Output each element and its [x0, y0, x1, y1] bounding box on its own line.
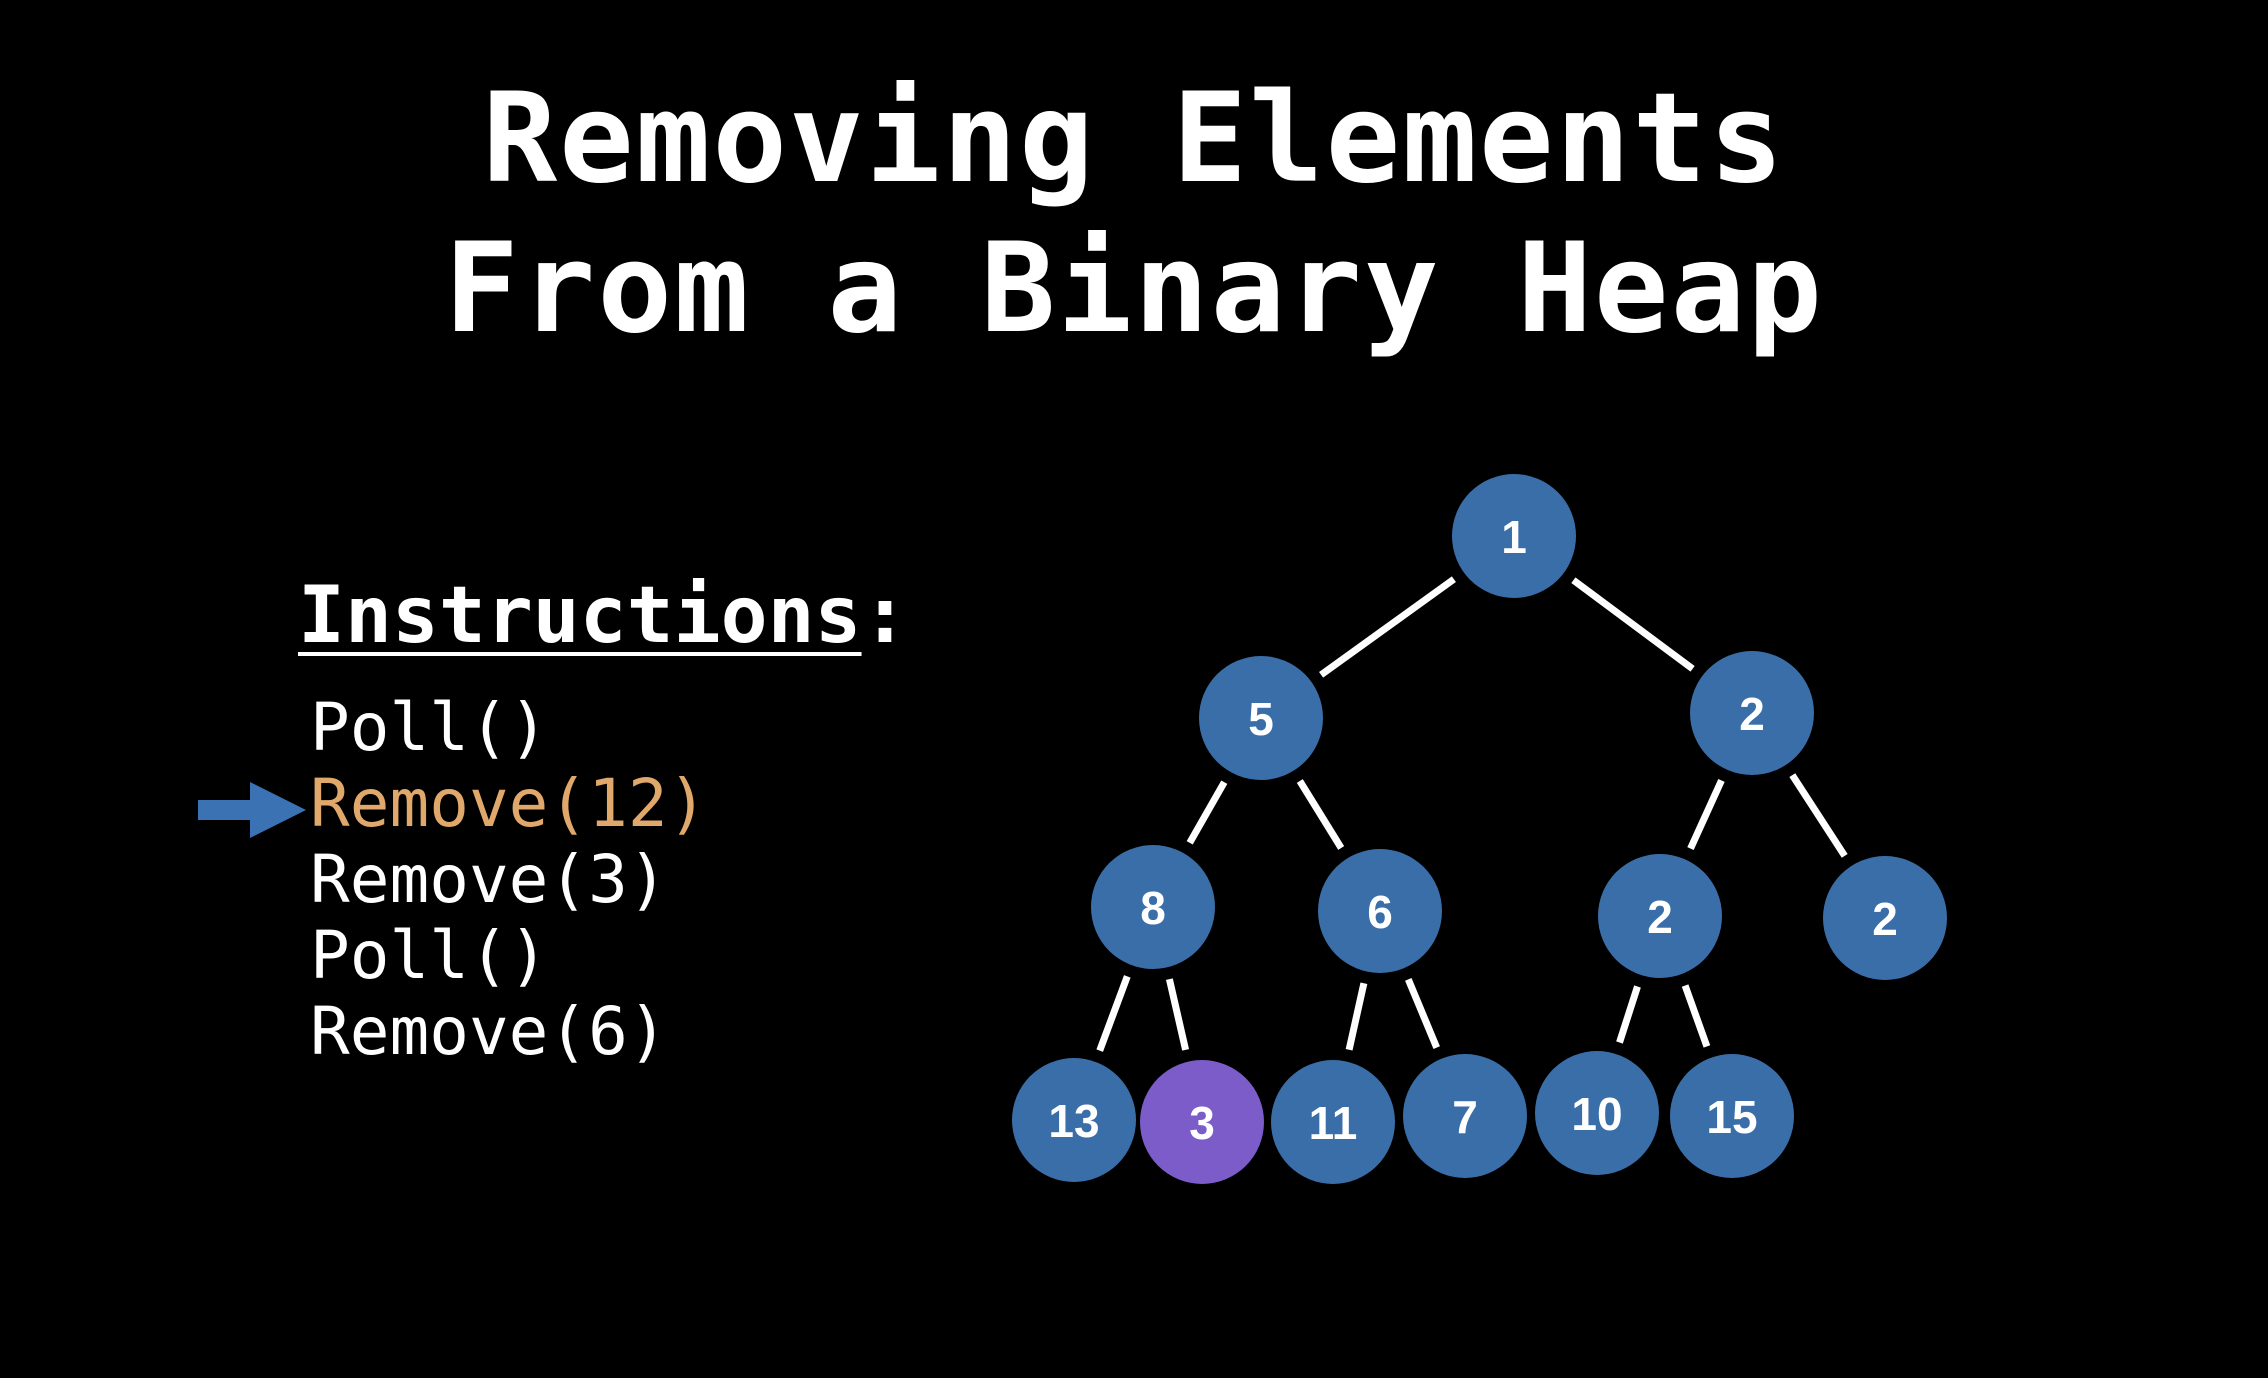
right-arrow-icon — [198, 782, 306, 838]
heap-node-value: 3 — [1189, 1097, 1215, 1149]
heap-node: 7 — [1403, 1054, 1527, 1178]
tree-edge — [1296, 779, 1345, 850]
heap-node-circle — [1598, 854, 1722, 978]
heap-node-circle — [1690, 651, 1814, 775]
tree-edge — [1616, 985, 1641, 1044]
heap-node-value: 5 — [1248, 693, 1274, 745]
heap-node: 6 — [1318, 849, 1442, 973]
heap-node: 13 — [1012, 1058, 1136, 1182]
heap-node: 8 — [1091, 845, 1215, 969]
instruction-item: Poll() — [310, 689, 549, 766]
heap-node: 2 — [1598, 854, 1722, 978]
tree-edge — [1687, 778, 1725, 851]
heap-node-value: 6 — [1367, 886, 1393, 938]
tree-edge — [1186, 780, 1228, 845]
instruction-item: Remove(3) — [310, 841, 668, 918]
heap-node-value: 2 — [1739, 688, 1765, 740]
heap-node: 1 — [1452, 474, 1576, 598]
right-arrow-shape — [198, 782, 306, 838]
instruction-item: Poll() — [310, 917, 549, 994]
tree-edge — [1789, 773, 1848, 858]
tree-edges — [1096, 576, 1848, 1052]
heap-node-circle — [1199, 656, 1323, 780]
heap-node-value: 11 — [1309, 1097, 1358, 1149]
heap-node-circle — [1318, 849, 1442, 973]
heap-node: 15 — [1670, 1054, 1794, 1178]
instructions-heading-colon: : — [861, 571, 909, 661]
heap-node: 5 — [1199, 656, 1323, 780]
title-line-1: Removing Elements — [482, 67, 1786, 211]
heap-node-value: 8 — [1140, 882, 1166, 934]
heap-node-value: 13 — [1048, 1095, 1099, 1147]
heap-node-highlighted: 3 — [1140, 1060, 1264, 1184]
tree-edge — [1345, 982, 1368, 1051]
tree-edge — [1681, 984, 1711, 1048]
heap-node: 2 — [1823, 856, 1947, 980]
heap-node-value: 10 — [1571, 1088, 1622, 1140]
tree-edge — [1319, 576, 1456, 678]
heap-node-value: 2 — [1872, 893, 1898, 945]
instruction-item: Remove(12) — [310, 765, 708, 842]
tree-edge — [1096, 975, 1131, 1052]
tree-edge — [1571, 577, 1695, 672]
tree-edge — [1165, 978, 1190, 1051]
heap-node-circle — [1452, 474, 1576, 598]
heap-node-circle — [1535, 1051, 1659, 1175]
heap-node-value: 1 — [1501, 511, 1527, 563]
heap-node-circle — [1403, 1054, 1527, 1178]
heap-node: 2 — [1690, 651, 1814, 775]
heap-node-circle — [1140, 1060, 1264, 1184]
heap-node-circle — [1091, 845, 1215, 969]
heap-node: 10 — [1535, 1051, 1659, 1175]
title-line-2: From a Binary Heap — [444, 217, 1824, 361]
heap-node-circle — [1012, 1058, 1136, 1182]
tree-edge — [1405, 978, 1440, 1049]
heap-node-value: 7 — [1452, 1091, 1478, 1143]
heap-node: 11 — [1271, 1060, 1395, 1184]
instruction-item: Remove(6) — [310, 993, 668, 1070]
heap-node-value: 2 — [1647, 891, 1673, 943]
heap-node-circle — [1670, 1054, 1794, 1178]
instructions-list: Poll() Remove(12) Remove(3) Poll() Remov… — [310, 690, 707, 1070]
instructions-heading-text: Instructions — [298, 571, 862, 661]
heap-node-circle — [1271, 1060, 1395, 1184]
heap-node-circle — [1823, 856, 1947, 980]
instructions-heading: Instructions: — [298, 568, 909, 664]
heap-node-value: 15 — [1706, 1091, 1757, 1143]
